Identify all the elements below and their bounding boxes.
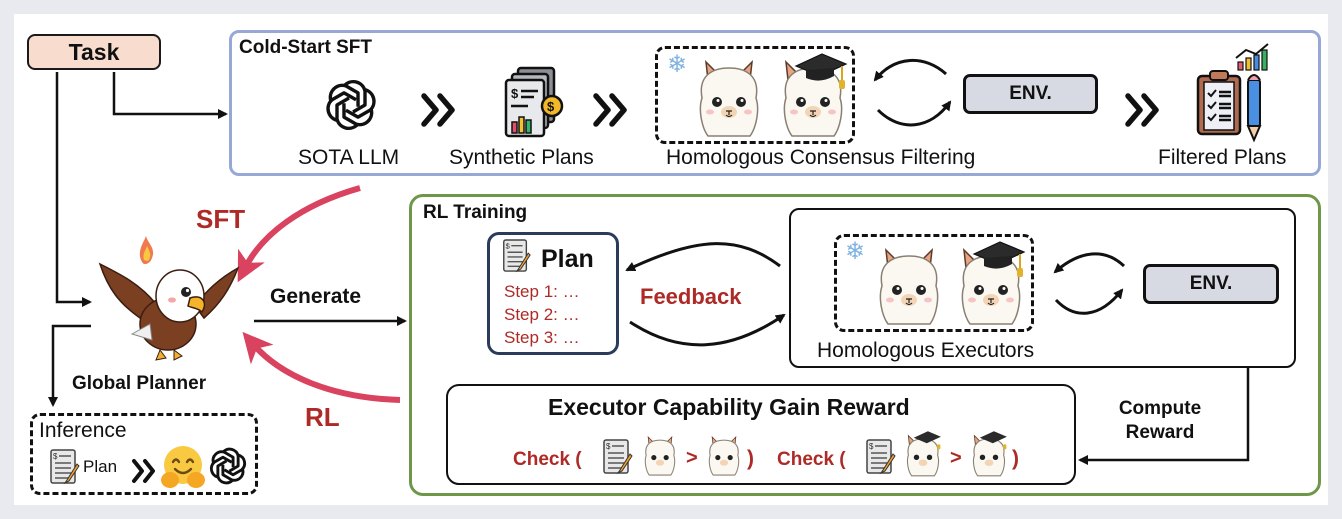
- double-chevron-icon: [421, 93, 455, 127]
- alpaca-frozen-icon: [708, 435, 740, 476]
- svg-text:$: $: [869, 442, 874, 451]
- plan-document-icon: $: [603, 439, 633, 475]
- global-planner-label: Global Planner: [72, 373, 207, 394]
- alpaca-frozen-icon: [644, 435, 676, 476]
- rl-training-title: RL Training: [423, 202, 528, 223]
- plan-to-executors-arrow: [629, 313, 786, 347]
- check-label: Check (: [513, 449, 582, 470]
- svg-text:$: $: [547, 99, 555, 114]
- compute-reward-label: Compute Reward: [1110, 397, 1210, 445]
- greater-than-symbol: >: [950, 447, 962, 469]
- task-to-sft-arrow: [112, 72, 228, 119]
- feedback-arrow-back: [625, 242, 781, 272]
- plan-step: Step 3: …: [504, 328, 580, 347]
- rl-env-loop-top: [1053, 252, 1126, 274]
- sota-llm-label: SOTA LLM: [298, 146, 400, 169]
- alpaca-graduate-icon: [972, 431, 1007, 477]
- alpaca-graduate-icon: [961, 241, 1026, 325]
- rl-edge-label: RL: [305, 402, 340, 432]
- compute-reward-line2: Reward: [1125, 422, 1195, 443]
- generate-edge-label: Generate: [270, 285, 362, 308]
- cold-start-sft-panel: [229, 30, 1321, 176]
- task-to-planner-arrow: [55, 72, 92, 307]
- close-paren: ): [1012, 447, 1019, 470]
- synthetic-plans-label: Synthetic Plans: [449, 146, 594, 169]
- homologous-executors-label: Homologous Executors: [817, 339, 1035, 362]
- check-label: Check (: [777, 449, 846, 470]
- inference-panel: [30, 413, 258, 495]
- sft-edge-label: SFT: [196, 204, 246, 234]
- rl-env-label: ENV.: [1189, 273, 1233, 294]
- plan-card-title: Plan: [541, 245, 594, 273]
- openai-logo-icon: [326, 79, 376, 131]
- svg-text:$: $: [506, 241, 511, 250]
- sft-env-loop-bottom: [876, 100, 952, 127]
- inference-plan-label: Plan: [83, 457, 118, 476]
- rl-training-panel: [409, 194, 1321, 496]
- task-node: Task: [27, 34, 161, 70]
- cold-start-sft-title: Cold-Start SFT: [239, 37, 372, 58]
- homologous-executors-box: [789, 208, 1296, 368]
- svg-text:$: $: [511, 86, 519, 101]
- clipboard-checklist-icon: [1196, 43, 1269, 143]
- compute-reward-line1: Compute: [1118, 398, 1202, 419]
- greater-than-symbol: >: [686, 447, 698, 469]
- sft-env-box: ENV.: [963, 74, 1098, 114]
- double-chevron-icon: [593, 93, 627, 127]
- double-chevron-icon: [1125, 93, 1159, 127]
- sft-env-label: ENV.: [1009, 83, 1052, 104]
- snowflake-frozen-icon: ❄: [667, 51, 688, 78]
- plan-document-icon: $: [866, 439, 896, 475]
- svg-text:$: $: [606, 442, 611, 451]
- planner-to-inference-arrow: [48, 324, 91, 407]
- hugging-face-icon: [161, 446, 205, 488]
- snowflake-frozen-icon: ❄: [845, 238, 866, 265]
- close-paren: ): [747, 447, 754, 470]
- plan-step: Step 2: …: [504, 305, 580, 324]
- figure-canvas: [14, 14, 1328, 505]
- homologous-consensus-group: [655, 46, 855, 144]
- plan-steps-list: Step 1: … Step 2: … Step 3: …: [504, 280, 580, 349]
- alpaca-frozen-icon: [699, 59, 759, 137]
- plan-document-icon: $: [50, 449, 80, 485]
- rl-env-loop-bottom: [1054, 288, 1124, 315]
- eagle-mascot-icon: [98, 236, 240, 361]
- double-chevron-icon: [132, 459, 155, 483]
- plan-step: Step 1: …: [504, 282, 580, 301]
- compute-reward-arrow: [1078, 368, 1250, 465]
- reward-title: Executor Capability Gain Reward: [548, 394, 910, 420]
- sft-env-loop-top: [873, 59, 948, 82]
- rl-curved-arrow: [242, 331, 401, 403]
- svg-text:$: $: [53, 452, 58, 461]
- inference-title: Inference: [39, 419, 127, 442]
- executor-capability-gain-reward-box: [446, 384, 1076, 485]
- plan-document-icon: $: [503, 239, 531, 273]
- filtered-plans-label: Filtered Plans: [1158, 146, 1287, 169]
- alpaca-frozen-icon: [879, 247, 939, 325]
- openai-logo-icon: [209, 447, 247, 485]
- homologous-consensus-label: Homologous Consensus Filtering: [666, 146, 976, 169]
- task-label: Task: [68, 38, 120, 65]
- plan-card: [487, 232, 619, 355]
- executors-group: [834, 234, 1034, 332]
- alpaca-graduate-icon: [906, 431, 941, 477]
- rl-env-box: ENV.: [1143, 264, 1279, 304]
- feedback-edge-label: Feedback: [640, 284, 742, 309]
- alpaca-graduate-icon: [783, 53, 848, 137]
- financial-document-icon: $ $: [504, 66, 564, 138]
- sft-curved-arrow: [237, 185, 361, 283]
